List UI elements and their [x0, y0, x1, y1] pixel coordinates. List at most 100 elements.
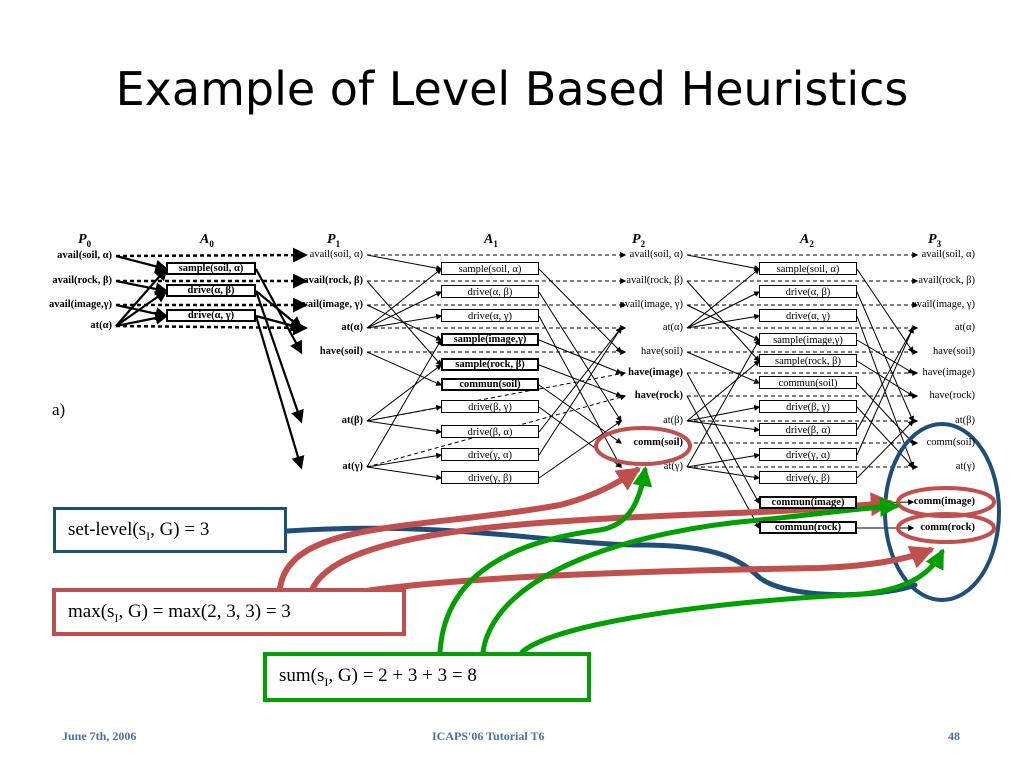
prop-p1-3: at(α) [341, 322, 363, 333]
prop-p0-3: at(α) [90, 320, 112, 331]
graph-edge [686, 338, 760, 468]
prop-p3-2: avail(image, γ) [912, 299, 975, 310]
set-level-post: , G) = 3 [150, 519, 210, 540]
graph-edge [115, 320, 308, 336]
prop-p3-5: have(image) [922, 367, 975, 378]
action-a1-0: sample(soil, α) [441, 262, 539, 275]
graph-edges [115, 247, 919, 531]
max-post: , G) = max(2, 3, 3) = 3 [118, 601, 291, 622]
graph-edge [255, 314, 304, 332]
graph-edge [366, 268, 442, 329]
prop-p2-5: have(image) [628, 367, 683, 378]
prop-p3-10: comm(image) [913, 496, 975, 507]
prop-p1-6: at(γ) [342, 461, 363, 472]
action-a0-0: sample(soil, α) [166, 262, 256, 275]
graph-edge [366, 338, 442, 468]
action-a2-1: drive(α, β) [759, 285, 857, 298]
max-box: max(sI, G) = max(2, 3, 3) = 3 [52, 588, 406, 636]
graph-edge [686, 395, 760, 530]
action-a2-11: commun(rock) [759, 521, 857, 534]
prop-p3-8: comm(soil) [926, 437, 975, 448]
footer-page: 48 [948, 729, 960, 743]
slide-title: Example of Level Based Heuristics [115, 62, 909, 116]
graph-edge [686, 420, 761, 433]
prop-p3-6: have(rock) [929, 390, 975, 401]
max-sub: I [114, 610, 119, 625]
action-a1-8: drive(γ, α) [441, 448, 539, 461]
action-a2-3: sample(image,γ) [759, 333, 857, 346]
prop-p1-0: avail(soil, α) [309, 249, 363, 260]
action-a1-6: drive(β, γ) [441, 400, 539, 413]
comm-soil-ellipse [594, 426, 692, 466]
prop-p1-5: at(β) [341, 415, 363, 426]
action-a1-9: drive(γ, β) [441, 471, 539, 484]
graph-edge [366, 254, 443, 272]
max-curve-1 [277, 467, 641, 591]
graph-edge [856, 339, 915, 374]
graph-edge [254, 290, 304, 424]
graph-edge [686, 268, 760, 329]
max-pre: max(s [68, 601, 115, 622]
prop-p2-6: have(rock) [634, 390, 683, 401]
sum-post: , G) = 2 + 3 + 3 = 8 [328, 665, 477, 686]
graph-edge [686, 360, 760, 422]
graph-edge [686, 304, 761, 341]
graph-edge [686, 280, 760, 362]
prop-p2-3: at(α) [662, 322, 683, 333]
action-a1-4: sample(rock, β) [441, 358, 539, 371]
action-a1-7: drive(β, α) [441, 425, 539, 438]
prop-p3-9: at(γ) [955, 461, 975, 472]
graph-edge [686, 291, 761, 329]
graph-edge [254, 315, 305, 470]
prop-p3-11: comm(rock) [920, 522, 975, 533]
sum-curve-1 [437, 466, 653, 655]
graph-edge [686, 372, 760, 505]
action-a1-1: drive(α, β) [441, 285, 539, 298]
prop-p2-4: have(soil) [641, 346, 683, 357]
graph-edge [538, 339, 623, 374]
prop-p2-0: avail(soil, α) [629, 249, 683, 260]
action-a2-4: sample(rock, β) [759, 354, 857, 367]
prop-p3-0: avail(soil, α) [921, 249, 975, 260]
action-a1-2: drive(α, γ) [441, 309, 539, 322]
action-a1-3: sample(image,γ) [441, 333, 539, 346]
graph-edge [856, 420, 914, 479]
level-header-p3: P3 [928, 232, 942, 249]
sum-box: sum(sI, G) = 2 + 3 + 3 = 8 [263, 652, 591, 702]
graph-edge [538, 420, 622, 479]
prop-p1-1: avail(rock, β) [303, 275, 363, 286]
graph-edge [366, 291, 443, 329]
level-header-p1: P1 [327, 232, 341, 249]
action-a2-9: drive(γ, β) [759, 471, 857, 484]
prop-p2-7: at(β) [663, 415, 683, 426]
graph-edge [686, 404, 761, 422]
graph-edge [366, 364, 442, 422]
graph-edge [115, 289, 169, 327]
sum-sub: I [324, 674, 329, 689]
graph-edge [856, 326, 914, 456]
prop-p1-2: avail(image, γ) [297, 299, 363, 310]
graph-edge [686, 466, 761, 481]
action-a2-7: drive(β, α) [759, 423, 857, 436]
graph-edge [366, 466, 443, 481]
level-header-a0: A0 [200, 232, 214, 249]
level-header-a2: A2 [800, 232, 814, 249]
graph-edge [856, 382, 914, 444]
prop-p2-1: avail(rock, β) [626, 275, 683, 286]
set-level-pre: set-level(s [68, 519, 147, 540]
graph-edge [366, 280, 442, 366]
action-a2-5: commun(soil) [759, 376, 857, 389]
level-header-a1: A1 [484, 232, 498, 249]
action-a2-6: drive(β, γ) [759, 400, 857, 413]
graph-edge [538, 327, 622, 433]
graph-edge [538, 268, 622, 353]
prop-p0-2: avail(image,γ) [49, 299, 112, 310]
max-curve-3 [327, 545, 935, 601]
graph-edge [366, 452, 443, 468]
prop-p1-4: have(soil) [319, 346, 363, 357]
sum-curve-2 [480, 496, 900, 655]
graph-edge [366, 420, 443, 435]
graph-edge [686, 254, 761, 272]
level-header-p2: P2 [632, 232, 646, 249]
graph-edge [115, 247, 308, 263]
